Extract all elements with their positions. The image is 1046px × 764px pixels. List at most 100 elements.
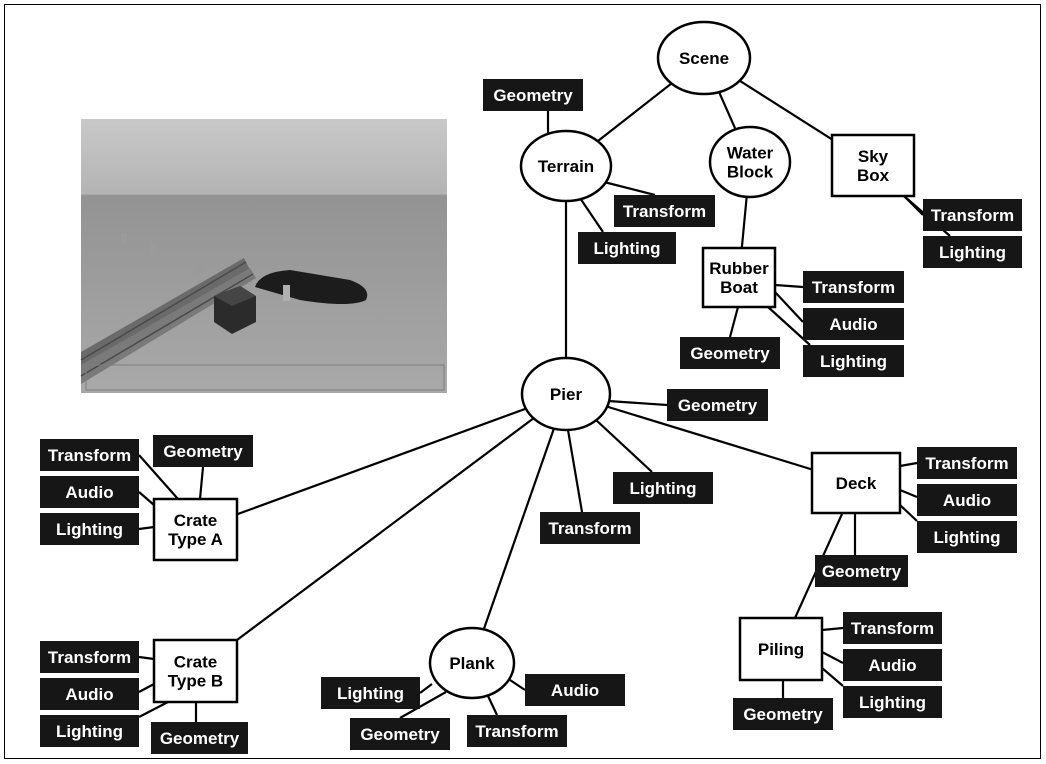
tag-label: Lighting [859,693,926,712]
tag-label: Transform [851,619,934,638]
piling-transform-tag: Transform [843,612,942,644]
tag-label: Lighting [933,528,1000,547]
node-piling: Piling [738,616,824,682]
tag-connector [138,655,155,661]
tag-label: Audio [65,685,113,704]
tag-label: Transform [548,519,631,538]
tag-box [733,698,833,730]
crate-a-geometry-tag: Geometry [153,435,253,467]
tag-box [667,389,768,421]
plank-lighting-tag: Lighting [321,677,420,709]
tag-label: Geometry [743,705,823,724]
tag-box [40,476,139,508]
tag-box [803,308,904,340]
node-label: Terrain [538,157,594,176]
node-label: Box [857,166,890,185]
tag-label: Geometry [160,729,240,748]
tag-label: Transform [475,722,558,741]
tag-connector [774,283,804,289]
tag-connector [509,679,526,691]
crate-b-audio-tag: Audio [40,678,139,710]
node-box [810,451,902,515]
node-label: Deck [836,474,877,493]
plank-geometry-tag: Geometry [350,718,450,750]
tag-connector [399,691,447,719]
tag-box [815,555,908,587]
node-label: Type B [168,672,223,691]
tag-label: Audio [551,681,599,700]
node-pier: Pier [520,356,612,432]
rubber-boat-lighting-tag: Lighting [803,345,904,377]
tag-connector [138,525,155,531]
sky-box-lighting-tag: Lighting [923,236,1022,268]
piling-audio-tag: Audio [843,649,942,681]
node-plank: Plank [428,626,516,700]
tag-box [614,195,715,227]
terrain-geometry-tag: Geometry [483,79,583,111]
tag-box [613,472,713,504]
tag-label: Lighting [56,520,123,539]
crate-b-geometry-tag: Geometry [151,722,248,754]
tag-box [40,513,139,545]
node-label: Pier [550,385,583,404]
node-ellipse [656,20,752,96]
tag-connector [198,466,205,500]
piling-lighting-tag: Lighting [843,686,942,718]
tag-label: Geometry [690,344,770,363]
tag-box [40,439,139,471]
node-box [738,616,824,682]
tag-label: Transform [931,206,1014,225]
node-ellipse [428,626,516,700]
node-ellipse [520,356,612,432]
tag-label: Lighting [337,684,404,703]
tag-connector [728,306,740,338]
node-label: Sky [858,147,889,166]
tag-label: Transform [48,446,131,465]
node-label: Piling [758,640,804,659]
plank-transform-tag: Transform [467,715,567,747]
pier-lighting-tag: Lighting [613,472,713,504]
tag-connector [487,695,498,716]
node-label: Plank [449,654,495,673]
tag-box [843,649,942,681]
node-label: Crate [174,653,217,672]
tag-box [525,674,625,706]
node-box [830,133,916,198]
node-terrain: Terrain [519,129,613,203]
pier-transform-tag: Transform [540,512,640,544]
edge-pier-to-crate-a [195,392,567,531]
tag-connector [579,197,604,233]
tag-connector [821,667,844,687]
node-label: Rubber [709,259,769,278]
deck-transform-tag: Transform [917,447,1017,479]
tag-connector [138,701,169,718]
tag-label: Transform [925,454,1008,473]
tag-label: Transform [812,278,895,297]
tag-box [843,686,942,718]
tag-box [40,678,139,710]
crate-a-lighting-tag: Lighting [40,513,139,545]
deck-geometry-tag: Geometry [815,555,908,587]
node-label: Block [727,163,774,182]
tag-connector [899,488,918,499]
piling-geometry-tag: Geometry [733,698,833,730]
edge-pier-to-crate-b [194,393,567,672]
plank-audio-tag: Audio [525,674,625,706]
tag-box [153,435,253,467]
tag-box [680,337,780,369]
tag-box [350,718,450,750]
rubber-boat-transform-tag: Transform [803,271,904,303]
node-box [152,638,239,704]
tag-label: Audio [868,656,916,675]
crate-b-transform-tag: Transform [40,641,139,673]
crate-a-audio-tag: Audio [40,476,139,508]
tag-box [917,521,1017,553]
tag-label: Lighting [820,352,887,371]
tag-box [151,722,248,754]
tag-label: Transform [48,648,131,667]
